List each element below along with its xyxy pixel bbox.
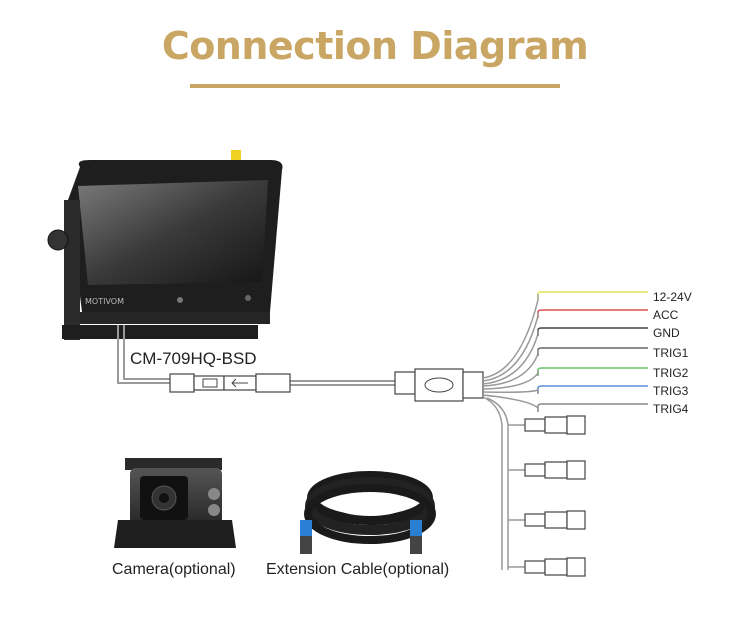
monitor-sensor	[231, 150, 241, 160]
monitor: MOTIVOM	[47, 150, 283, 340]
monitor-bracket	[64, 200, 80, 340]
extension-cable	[300, 471, 436, 554]
page-title: Connection Diagram	[161, 24, 589, 68]
wire-label: TRIG1	[653, 346, 689, 360]
wire-gnd	[537, 327, 648, 336]
inline-connector	[169, 373, 291, 393]
wire-label: TRIG3	[653, 384, 689, 398]
wire-trig3	[537, 385, 648, 394]
monitor-stand	[80, 312, 270, 324]
camera-bracket	[114, 520, 236, 548]
wire-12-24v	[537, 291, 648, 300]
cable-connector-icon	[410, 520, 422, 536]
cable-caption: Extension Cable(optional)	[266, 561, 449, 578]
camera-port-1	[524, 415, 586, 435]
camera-caption: Camera(optional)	[112, 561, 236, 578]
monitor-button-icon	[245, 295, 251, 301]
wire-label: GND	[653, 326, 680, 340]
wire-acc	[537, 309, 648, 318]
monitor-brand: MOTIVOM	[85, 297, 124, 306]
monitor-screen	[78, 180, 268, 285]
camera-screw-icon	[208, 488, 220, 500]
wire-trig4	[537, 403, 648, 412]
power-button-icon	[177, 297, 183, 303]
main-cable	[117, 325, 395, 386]
cable-connector-icon	[300, 520, 312, 536]
bracket-knob-icon	[47, 229, 69, 251]
title-underline	[190, 84, 560, 88]
wire-label: 12-24V	[653, 290, 692, 304]
camera-port-2	[524, 460, 586, 480]
wire-label: TRIG2	[653, 366, 689, 380]
camera-ports	[524, 415, 586, 577]
wire-label: TRIG4	[653, 402, 689, 416]
camera	[114, 458, 236, 548]
camera-port-4	[524, 557, 586, 577]
wire-bundle	[482, 299, 539, 409]
wire-trig2	[537, 367, 648, 376]
wire-label: ACC	[653, 308, 679, 322]
model-label: CM-709HQ-BSD	[130, 349, 257, 368]
camera-port-3	[524, 510, 586, 530]
wire-trig1	[537, 347, 648, 356]
camera-screw-icon	[208, 504, 220, 516]
monitor-base	[62, 325, 258, 339]
camera-branches	[482, 396, 525, 570]
splitter-box	[394, 368, 484, 402]
